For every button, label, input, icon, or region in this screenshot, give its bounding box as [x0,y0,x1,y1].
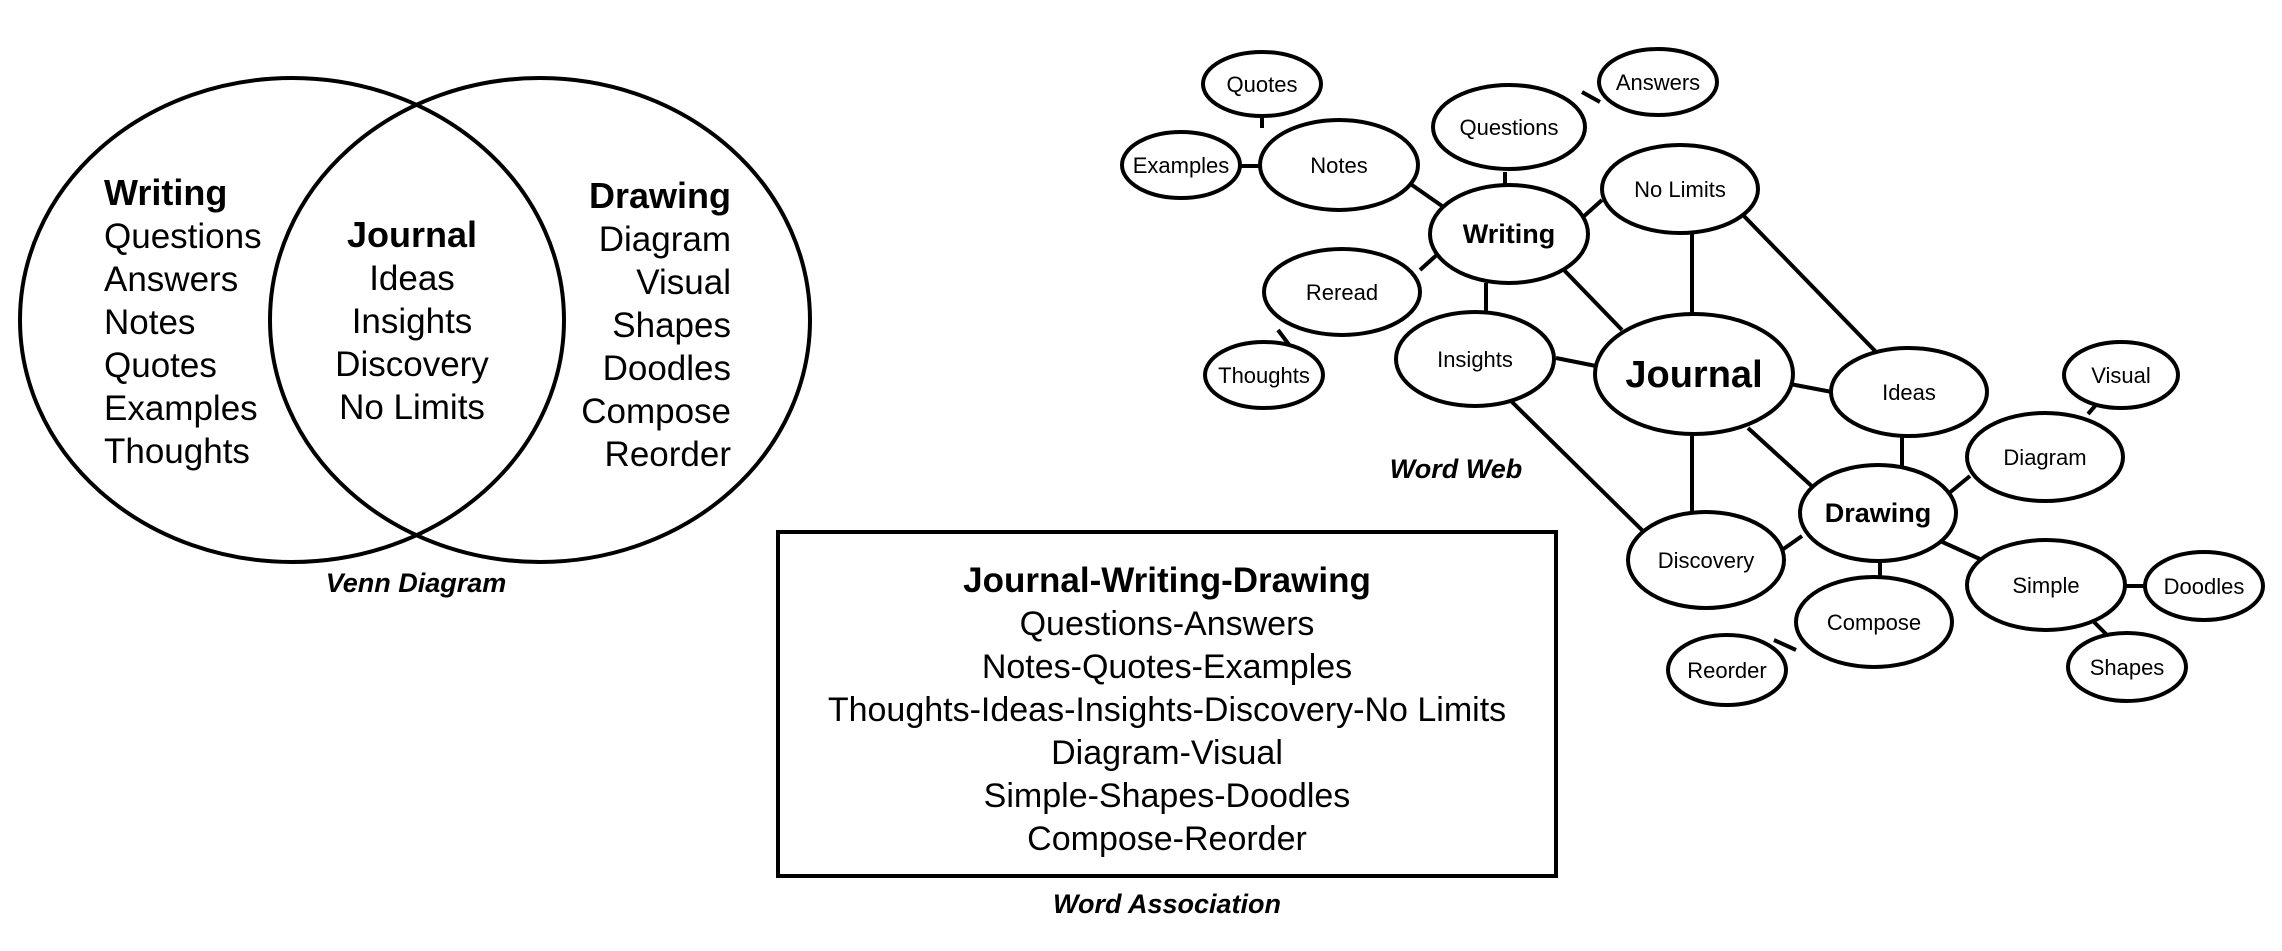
venn-right-item: Shapes [612,306,731,345]
venn-center-item: No Limits [339,388,485,427]
node-label: Thoughts [1218,363,1310,388]
venn-right-item: Reorder [605,435,732,474]
word-web-node-notes: Notes [1258,118,1420,212]
word-association: Journal-Writing-Drawing Questions-Answer… [776,530,1558,919]
node-label: Journal [1625,354,1762,396]
word-web-node-quotes: Quotes [1201,50,1323,118]
association-line: Diagram-Visual [1051,734,1283,772]
node-label: Reread [1306,280,1378,305]
node-label: Simple [2012,573,2079,598]
venn-right-item: Visual [636,263,731,302]
association-box [776,530,1558,878]
node-label: Shapes [2090,655,2165,680]
node-label: Quotes [1227,72,1298,97]
edge-drawing-diagram [1946,474,1972,496]
word-web-node-examples: Examples [1120,130,1242,200]
edge-insights-discovery [1508,398,1650,538]
edge-questions-answers [1581,90,1601,104]
edge-journal-drawing [1746,426,1818,492]
word-web-node-reread: Reread [1262,247,1422,337]
venn-center-title: Journal [347,214,477,255]
word-web-node-diagram: Diagram [1965,411,2125,503]
word-web-node-ideas: Ideas [1829,346,1989,438]
venn-right-item: Doodles [603,349,731,388]
edge-notes-writing [1410,183,1444,208]
word-web-node-journal: Journal [1593,312,1795,436]
association-line: Compose-Reorder [1027,820,1307,858]
edge-journal-ideas [1789,382,1833,394]
node-label: Examples [1133,153,1230,178]
node-label: Questions [1459,115,1558,140]
venn-left-item: Answers [104,260,238,299]
word-web-node-compose: Compose [1794,575,1954,669]
word-web: Quotes Answers Questions Examples Notes … [1120,47,2265,707]
venn-left-item: Quotes [104,346,217,385]
association-title: Journal-Writing-Drawing [963,561,1371,600]
edge-writing-journal [1560,266,1624,332]
node-label: Insights [1437,347,1513,372]
venn-right-item: Compose [581,392,731,431]
association-line: Thoughts-Ideas-Insights-Discovery-No Lim… [828,691,1506,729]
word-web-node-nolimits: No Limits [1600,143,1760,235]
word-web-node-doodles: Doodles [2143,550,2265,622]
edge-compose-reorder [1773,638,1797,652]
word-web-node-writing: Writing [1428,183,1590,285]
edge-insights-journal [1555,356,1597,368]
node-label: Ideas [1882,380,1936,405]
node-label: Answers [1616,70,1700,95]
node-label: Reorder [1687,658,1766,683]
venn-left-circle [18,76,566,564]
node-label: Notes [1310,153,1367,178]
word-web-node-visual: Visual [2062,340,2180,410]
word-web-node-thoughts: Thoughts [1203,340,1325,410]
venn-center-item: Insights [352,302,473,341]
edge-drawing-simple [1937,538,1983,562]
node-label: Writing [1463,219,1555,249]
association-line: Notes-Quotes-Examples [982,648,1352,686]
venn-right-title: Drawing [589,175,731,216]
venn-left-item: Notes [104,303,195,342]
association-line: Simple-Shapes-Doodles [984,777,1351,815]
venn-right-circle [268,76,812,564]
association-line: Questions-Answers [1020,605,1315,643]
word-web-node-discovery: Discovery [1626,510,1786,610]
node-label: Compose [1827,610,1921,635]
association-caption: Word Association [1053,889,1281,919]
word-web-node-shapes: Shapes [2066,631,2188,703]
edge-nolimits-ideas [1740,212,1880,356]
edge-discovery-drawing [1780,534,1804,552]
venn-left-item: Thoughts [104,432,250,471]
word-web-node-simple: Simple [1965,538,2127,632]
word-web-caption: Word Web [1390,454,1523,484]
venn-left-item: Examples [104,389,258,428]
node-label: Visual [2091,363,2151,388]
venn-left-item: Questions [104,217,262,256]
venn-right-item: Diagram [599,220,731,259]
node-label: Doodles [2164,574,2245,599]
venn-diagram: Writing Questions Answers Notes Quotes E… [18,76,812,598]
node-label: Diagram [2003,445,2086,470]
word-web-node-reorder: Reorder [1666,633,1788,707]
edge-writing-nolimits [1580,198,1604,220]
word-web-node-drawing: Drawing [1798,463,1958,563]
venn-center-item: Discovery [335,345,489,384]
node-label: Drawing [1825,498,1932,528]
word-web-edges [1232,90,2146,652]
venn-center-item: Ideas [369,259,455,298]
word-web-node-answers: Answers [1597,47,1719,117]
word-web-node-questions: Questions [1431,83,1587,171]
word-web-node-insights: Insights [1394,310,1556,408]
venn-caption: Venn Diagram [326,568,507,598]
venn-left-title: Writing [104,172,227,213]
node-label: No Limits [1634,177,1726,202]
node-label: Discovery [1658,548,1755,573]
